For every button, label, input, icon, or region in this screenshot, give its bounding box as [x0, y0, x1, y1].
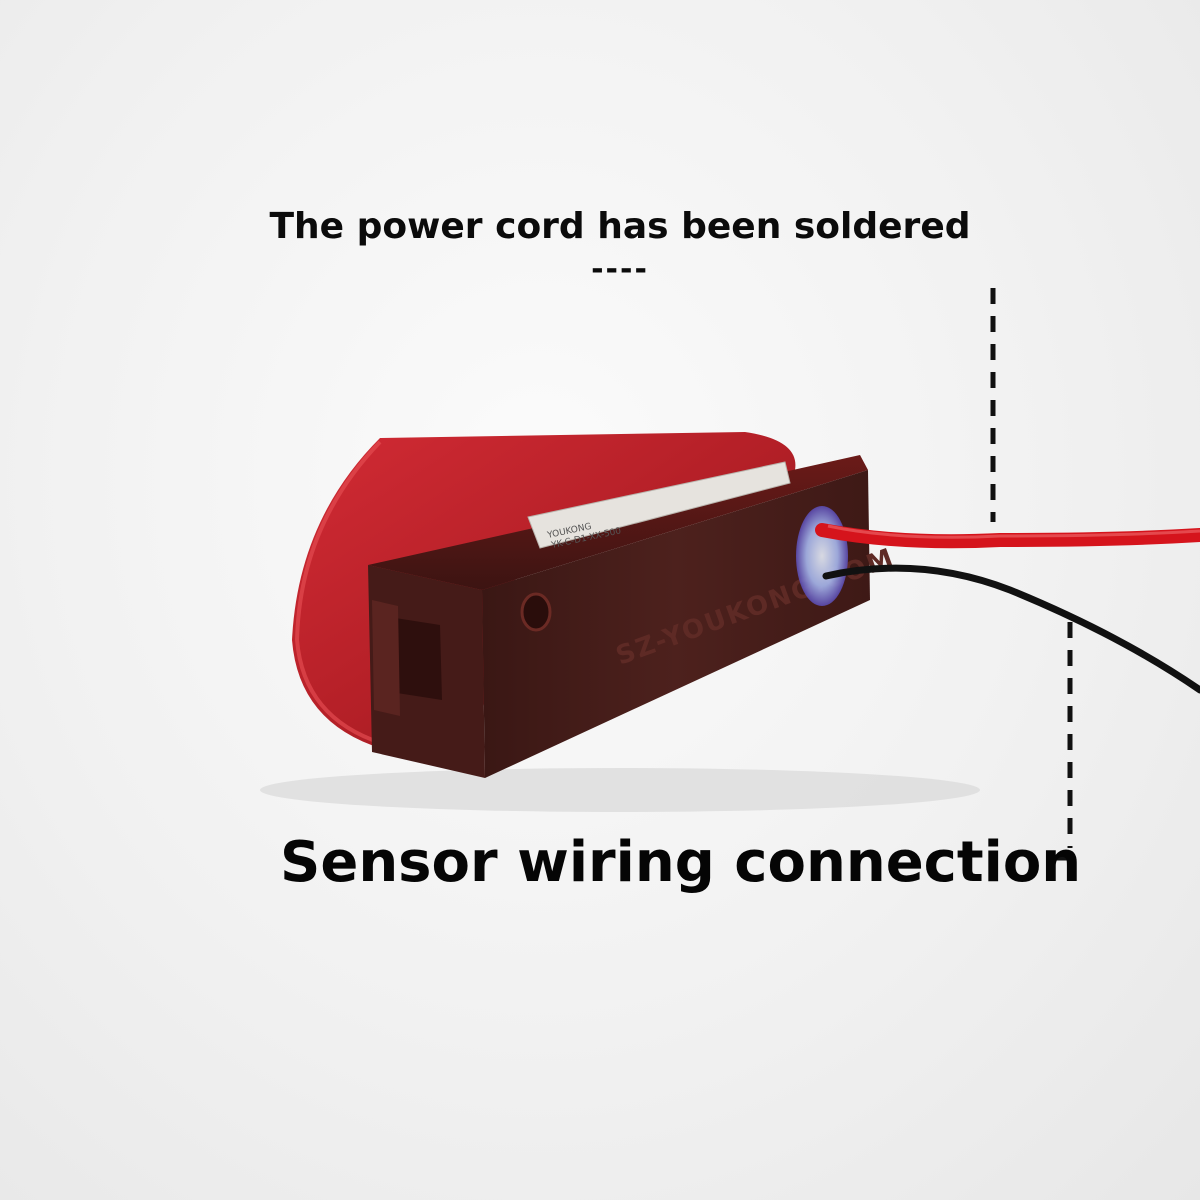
caption-dash: ----: [591, 252, 649, 287]
red-wire: [815, 523, 1200, 549]
device-shadow: [260, 768, 980, 812]
red-wire-highlight: [827, 524, 1200, 539]
lens-edge-highlight: [294, 440, 421, 754]
mounting-hole: [520, 592, 552, 632]
product-label: [527, 461, 791, 549]
caption-sensor-wiring: Sensor wiring connection: [280, 830, 1082, 895]
black-wire: [822, 564, 1200, 694]
end-cap-tab: [372, 600, 400, 716]
glue-seal: [796, 506, 848, 606]
caption-power-cord: The power cord has been soldered: [269, 206, 971, 247]
housing-front-face: [482, 470, 870, 778]
